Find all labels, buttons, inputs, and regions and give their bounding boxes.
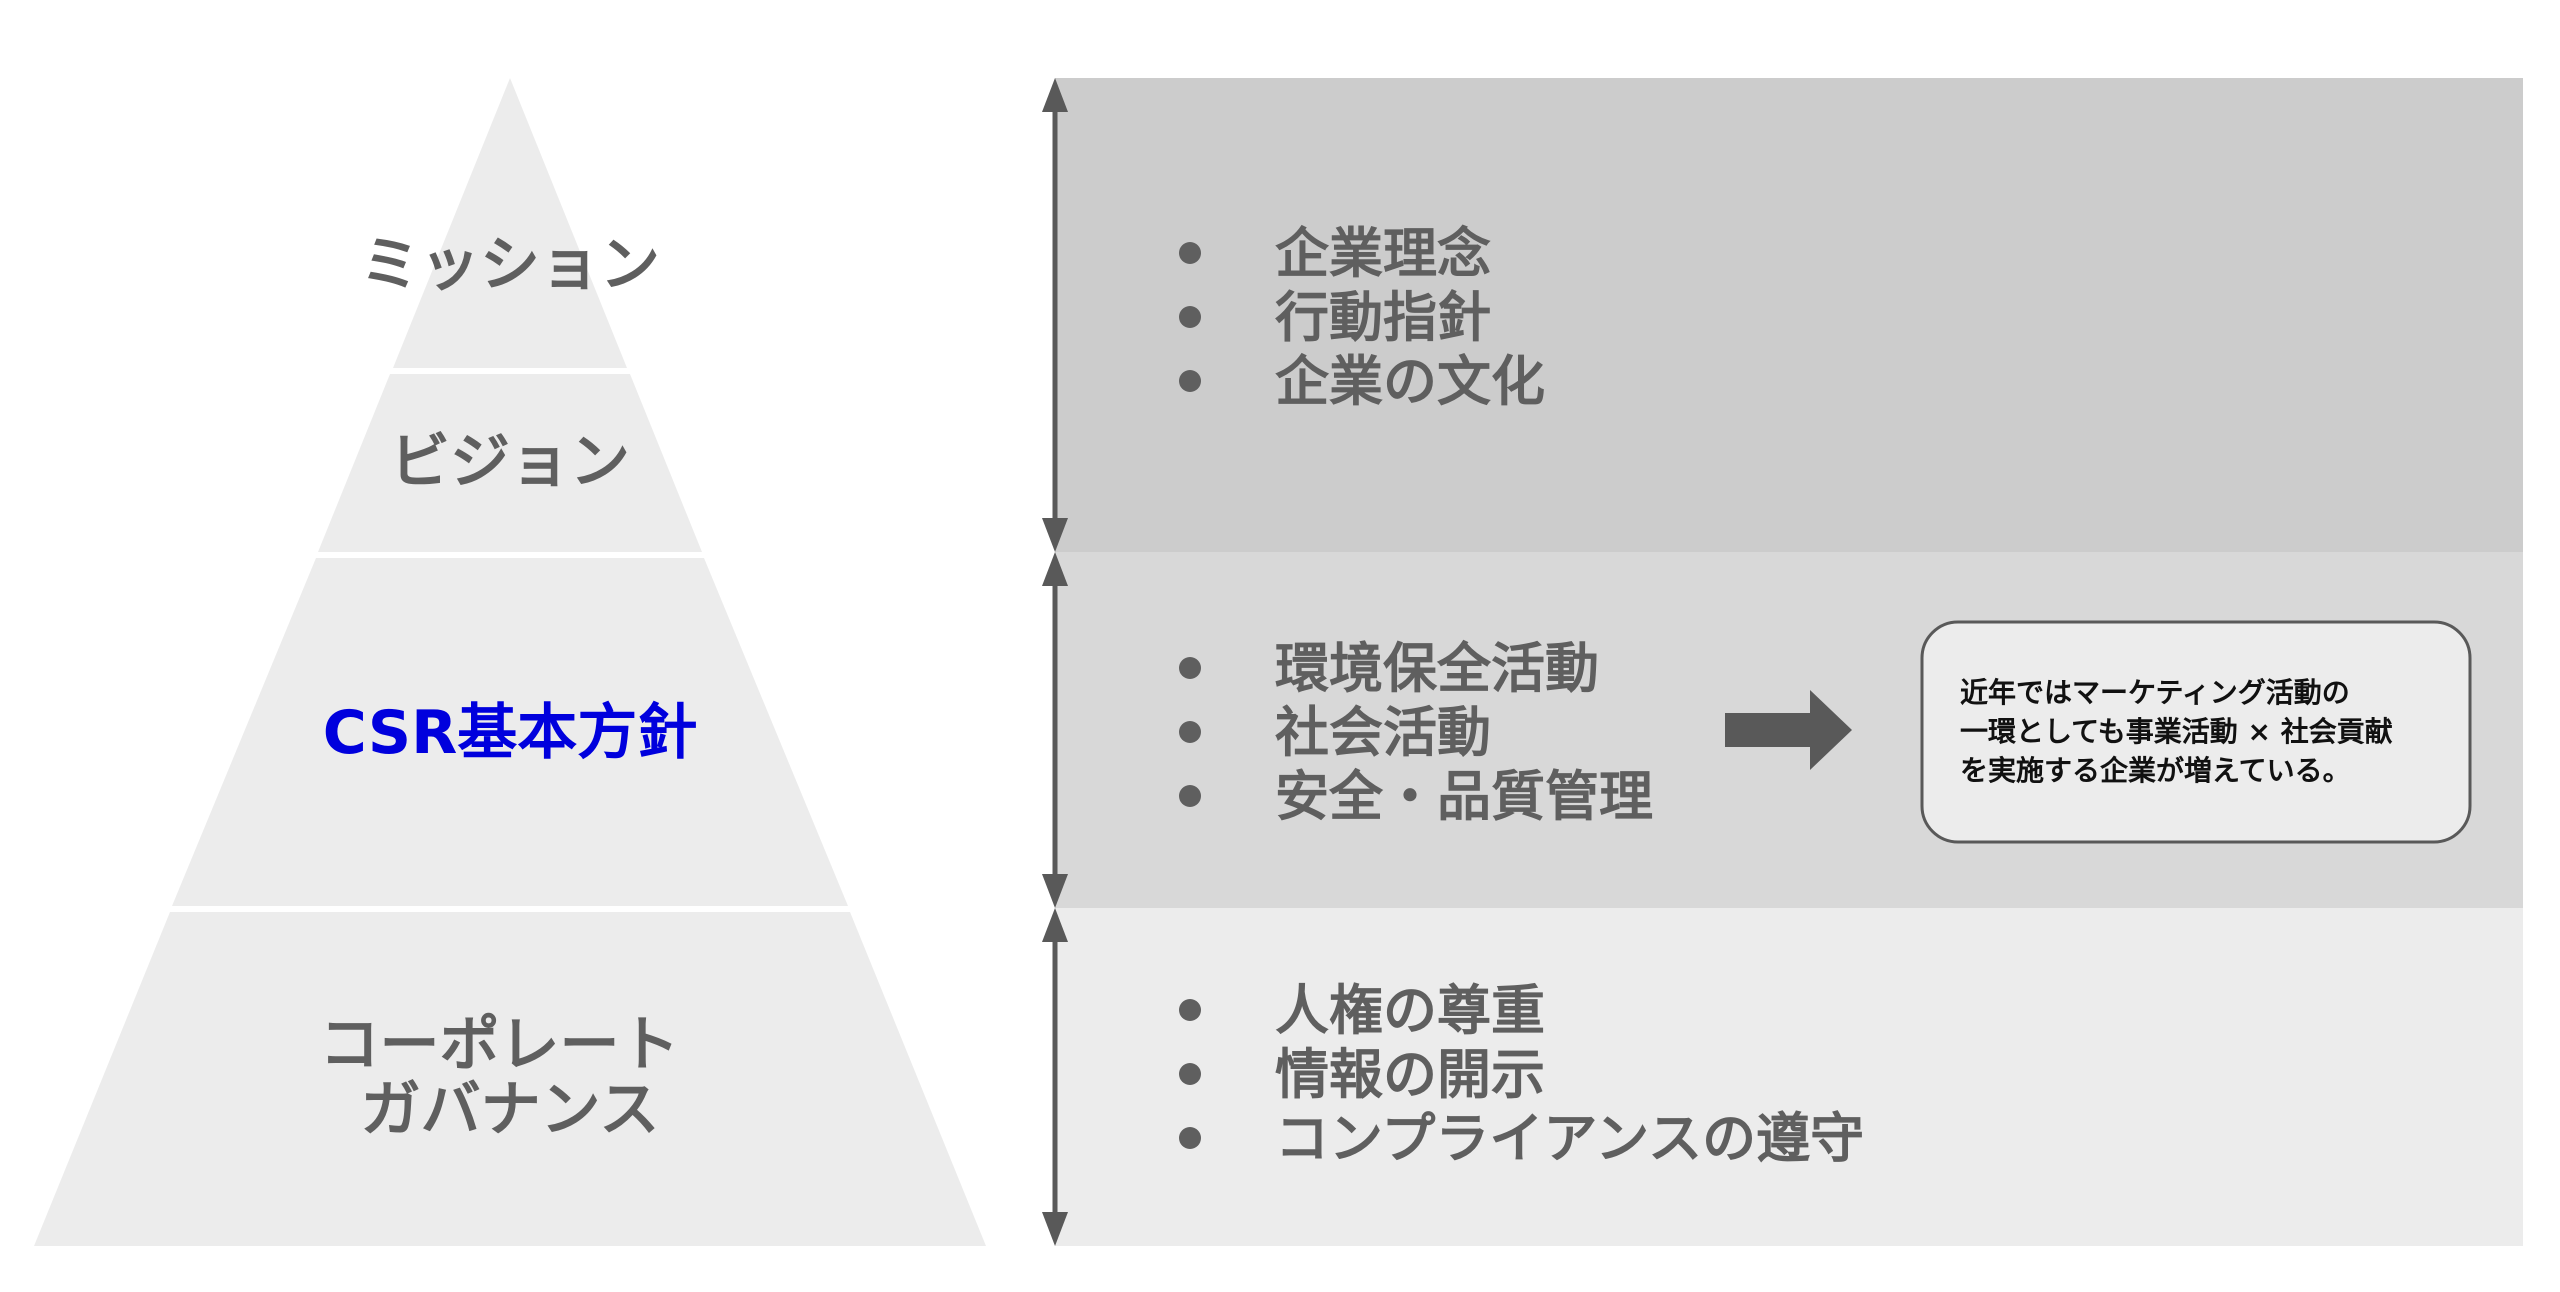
band-governance <box>1055 908 2523 1246</box>
range-arrow-bottom <box>1042 908 1068 1246</box>
list-item: コンプライアンスの遵守 <box>1275 1107 1864 1170</box>
bullet-dot <box>1179 306 1201 328</box>
bullet-dot <box>1179 657 1201 679</box>
note-box: 近年ではマーケティング活動の 一環としても事業活動 × 社会貢献 を実施する企業… <box>1920 620 2472 844</box>
band-csr-policy-list: 環境保全活動 社会活動 安全・品質管理 <box>1179 637 1653 828</box>
note-line-3: を実施する企業が増えている。 <box>1960 754 2351 787</box>
range-arrow-middle <box>1042 552 1068 908</box>
pyramid-level-vision <box>318 374 702 552</box>
note-line-2: 一環としても事業活動 × 社会貢献 <box>1960 715 2393 748</box>
band-mission-vision-list: 企業理念 行動指針 企業の文化 <box>1179 222 1545 413</box>
bullet-dot <box>1179 999 1201 1021</box>
bullet-dot <box>1179 721 1201 743</box>
pyramid-level-csr-policy <box>172 558 848 906</box>
pyramid-label-governance-line-2: ガバナンス <box>361 1075 660 1145</box>
pyramid-level-mission <box>393 78 627 368</box>
pyramid-label-csr-policy: CSR基本方針 <box>323 698 698 768</box>
pyramid-label-vision: ビジョン <box>390 427 630 497</box>
bullet-dot <box>1179 785 1201 807</box>
list-item: 人権の尊重 <box>1275 979 1545 1042</box>
pyramid: ミッション ビジョン CSR基本方針 コーポレート ガバナンス <box>34 78 986 1246</box>
range-arrow-top <box>1042 78 1068 552</box>
bullet-dot <box>1179 1063 1201 1085</box>
list-item: 企業の文化 <box>1275 350 1545 413</box>
bullet-dot <box>1179 242 1201 264</box>
pyramid-label-governance-line-1: コーポレート <box>320 1010 680 1080</box>
pyramid-label-governance: コーポレート ガバナンス <box>320 1010 701 1145</box>
pyramid-label-mission: ミッション <box>360 230 660 300</box>
note-box-frame <box>1920 620 2472 844</box>
list-item: 行動指針 <box>1275 286 1491 349</box>
list-item: 企業理念 <box>1275 222 1491 285</box>
list-item: 社会活動 <box>1275 701 1491 764</box>
band-mission-vision <box>1055 78 2523 552</box>
list-item: 情報の開示 <box>1275 1043 1545 1106</box>
note-line-1: 近年ではマーケティング活動の <box>1960 676 2350 709</box>
band-governance-list: 人権の尊重 情報の開示 コンプライアンスの遵守 <box>1179 979 1864 1170</box>
pyramid-level-governance <box>34 912 986 1246</box>
right-arrow-icon <box>1725 690 1852 770</box>
bullet-dot <box>1179 370 1201 392</box>
bands <box>1055 78 2523 1246</box>
range-arrows <box>1042 78 1068 1246</box>
note-text: 近年ではマーケティング活動の 一環としても事業活動 × 社会貢献 を実施する企業… <box>1960 676 2402 787</box>
list-item: 安全・品質管理 <box>1275 765 1653 828</box>
list-item: 環境保全活動 <box>1275 637 1599 700</box>
bullet-dot <box>1179 1127 1201 1149</box>
